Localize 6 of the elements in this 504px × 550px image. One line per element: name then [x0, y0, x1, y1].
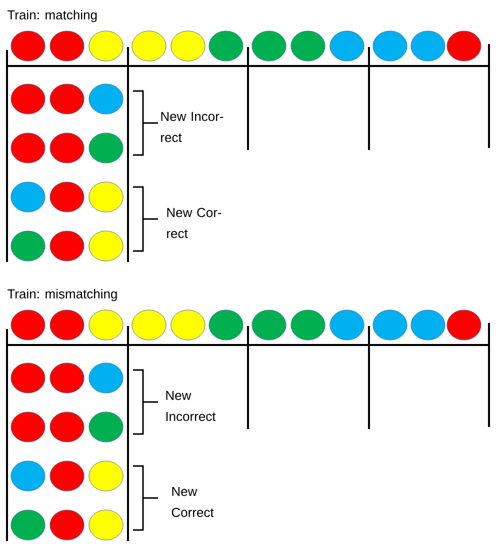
bracket-label: New Incorrect	[166, 390, 216, 422]
bracket-label: New Incor-rect	[161, 112, 224, 142]
bracket-label: New Correct	[172, 486, 214, 518]
panel-title: Train: mismatching	[8, 288, 117, 302]
panel-title: Train: matching	[8, 10, 97, 22]
bracket-label: New Cor-rect	[167, 208, 222, 238]
